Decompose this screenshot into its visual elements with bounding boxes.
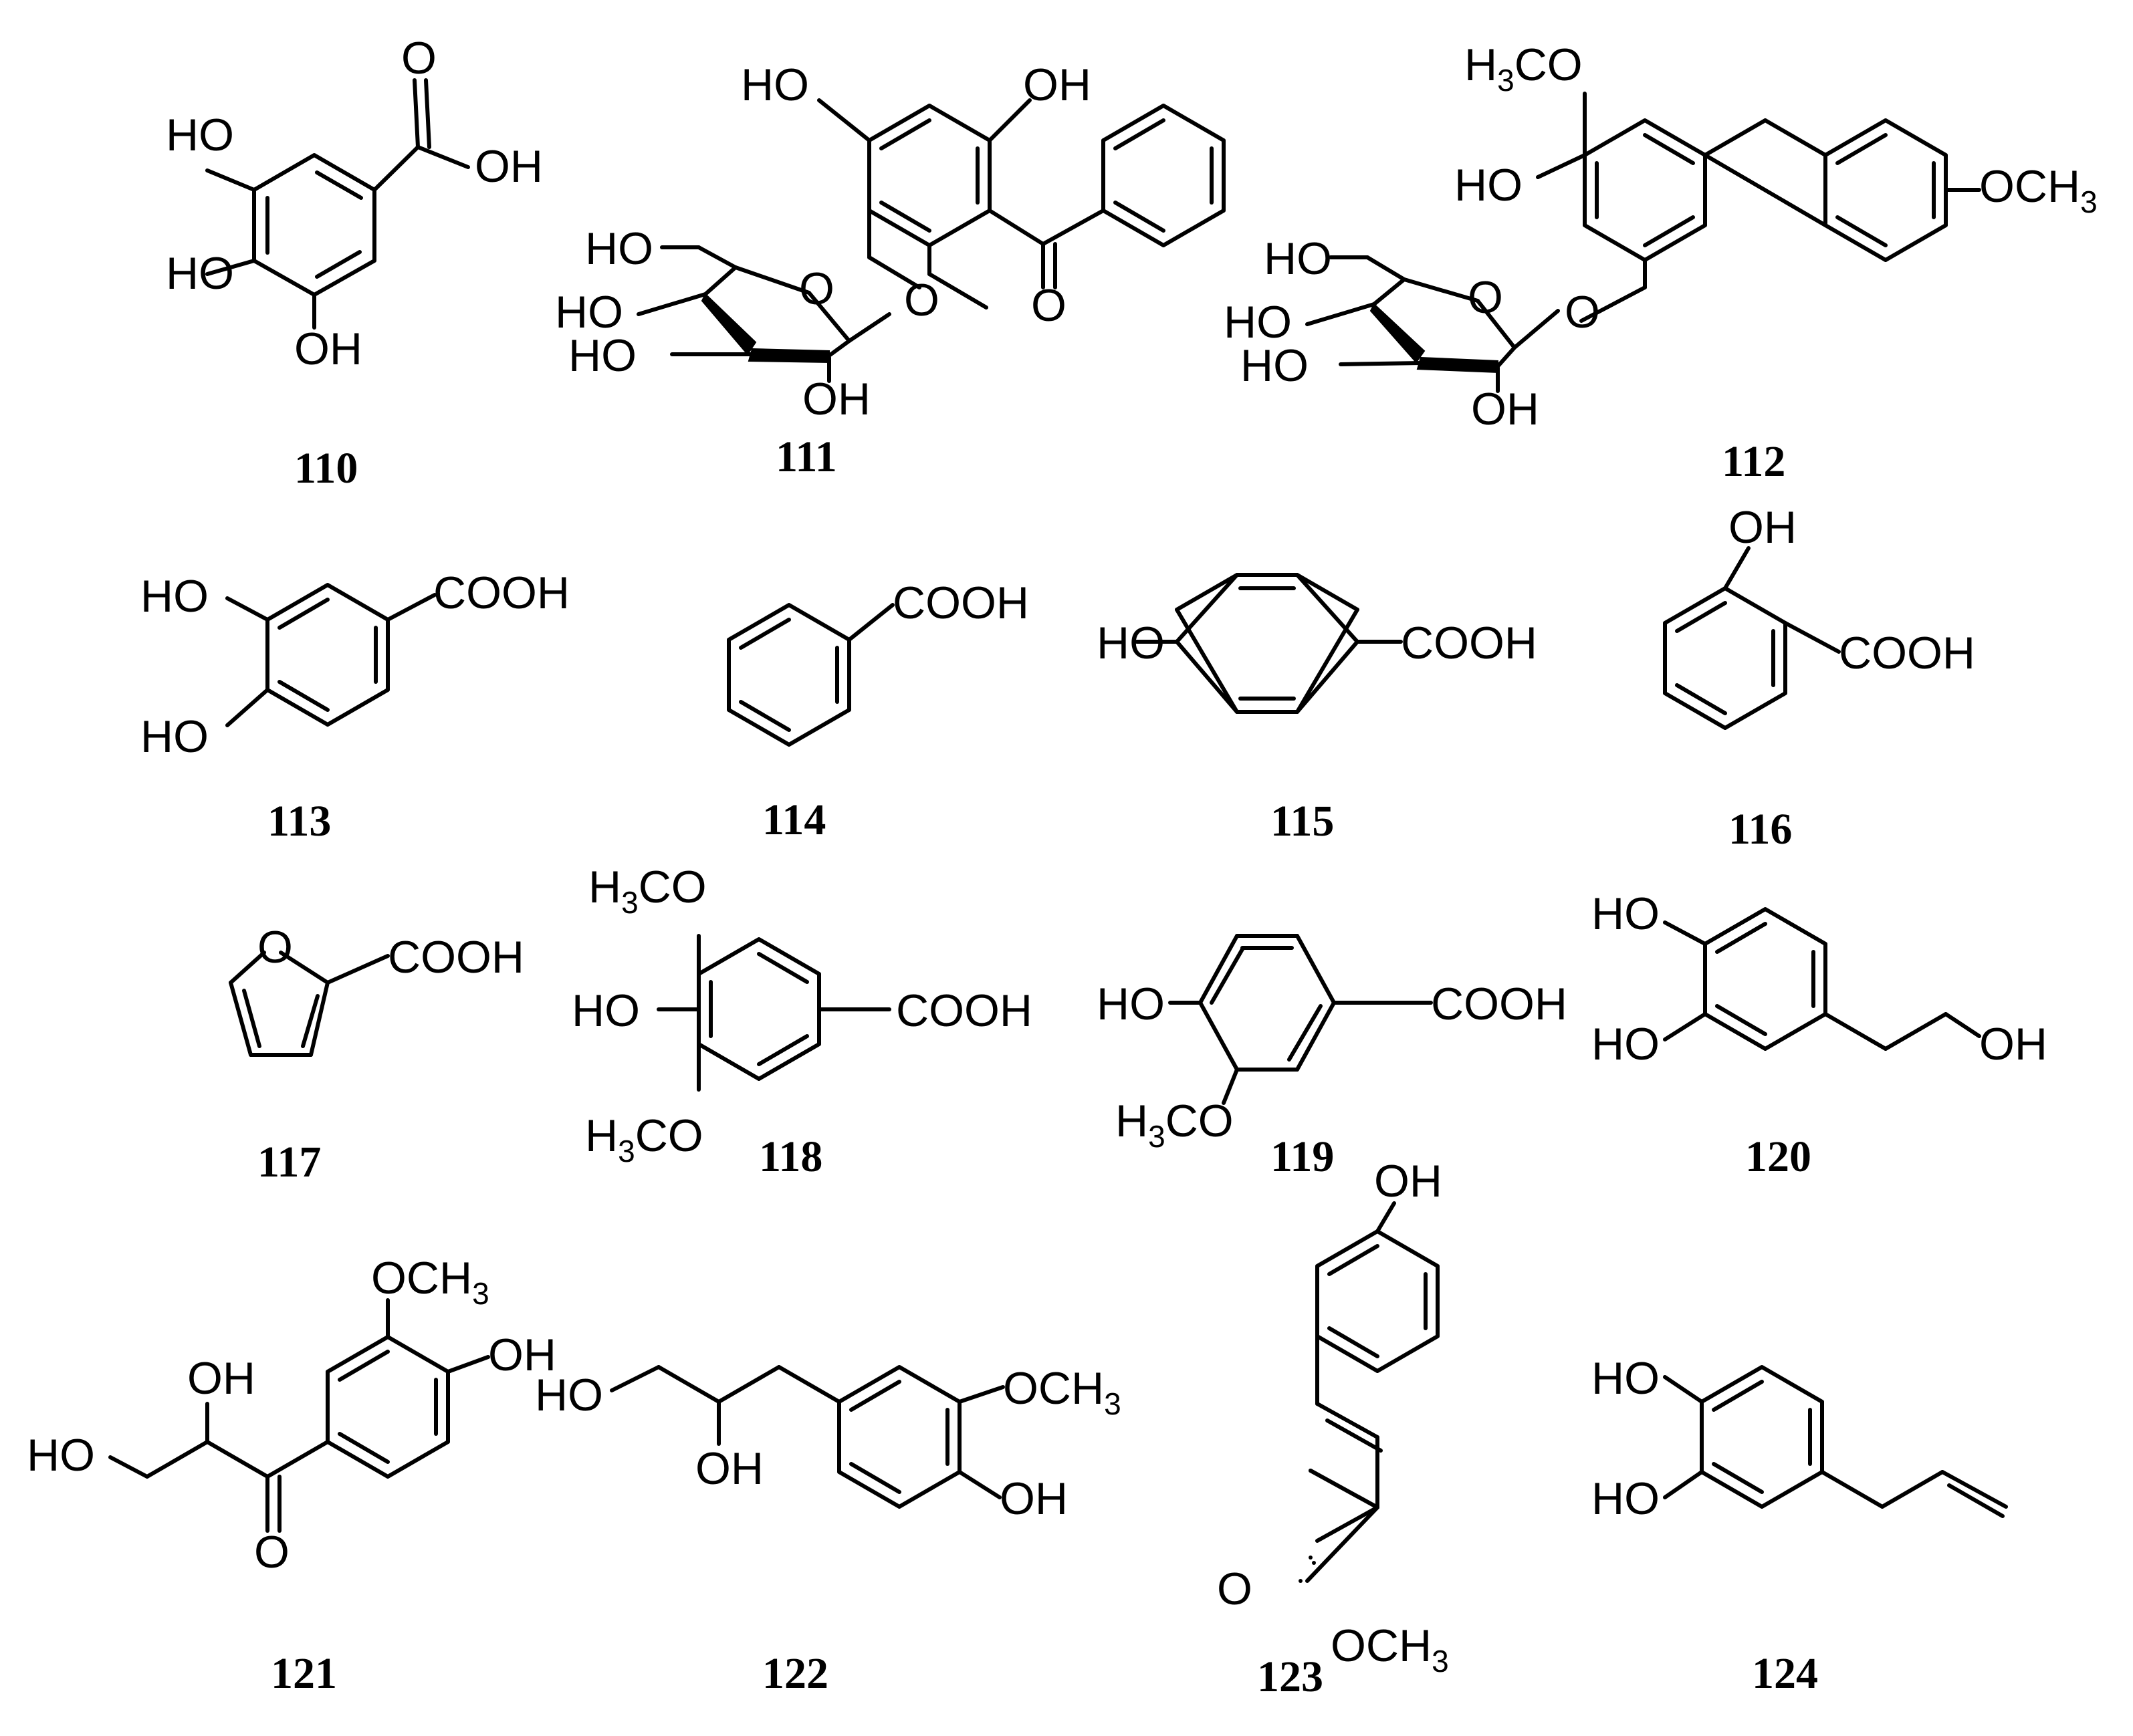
hydroxyl-label: OH [294,324,362,374]
carboxyl-label: COOH [1839,628,1975,678]
compound-113: HO HO COOH 113 [140,568,570,846]
glycosidic-oxygen-label: O [904,275,939,326]
compound-122: HO OH OCH3 OH 122 [535,1363,1121,1698]
hydroxyl-label: OH [1374,1156,1442,1207]
hydroxyl-label: HO [140,571,209,622]
compound-114: COOH 114 [727,578,1029,844]
compound-number: 124 [1752,1649,1818,1698]
furan-oxygen-label: O [257,922,293,973]
compound-110: HO HO OH O OH 110 [166,33,543,493]
compound-number: 113 [267,797,331,846]
carbonyl-oxygen-label: O [1217,1564,1252,1614]
hydroxyl-label: HO [1591,1019,1660,1070]
hydroxyl-label: HO [1591,888,1660,939]
ring-oxygen-label: O [799,263,834,314]
compound-number: 114 [762,795,826,844]
compound-number: 119 [1270,1132,1334,1181]
hydroxyl-label: HO [166,248,234,299]
compound-119: HO COOH H3CO 119 [1097,934,1567,1181]
compound-number: 116 [1728,805,1792,854]
acid-hydroxyl-label: OH [475,141,543,192]
compound-121: OCH3 OH OH HO O 121 [27,1253,556,1698]
hydroxyl-label: HO [1097,979,1165,1029]
hydroxyl-label: HO [1224,297,1292,348]
compound-number: 117 [257,1138,321,1187]
ring-oxygen-label: O [1468,272,1503,323]
hydroxyl-label: HO [1097,618,1165,668]
compound-123: OH O OCH3 123 [1217,1156,1449,1701]
methoxy-label: H3CO [1115,1096,1234,1154]
compound-number: 118 [759,1132,822,1181]
hydroxyl-label: HO [555,287,623,338]
carboxyl-label: COOH [893,578,1029,628]
methoxy-label: H3CO [588,862,707,920]
carboxyl-label: COOH [896,985,1032,1036]
hydroxyl-label: OH [802,374,871,424]
hydroxyl-label: HO [1264,233,1332,284]
compound-number: 115 [1270,797,1334,846]
methoxy-label: OCH3 [1003,1363,1121,1421]
methoxy-label: OCH3 [1979,161,2098,219]
hydroxyl-label: OH [187,1353,255,1404]
hydroxyl-label: HO [1240,340,1309,391]
hydroxyl-label: OH [1000,1473,1068,1524]
compound-124: HO HO 124 [1591,1353,2008,1698]
methoxy-label: OCH3 [371,1253,489,1311]
hydroxyl-label: OH [695,1443,764,1494]
hydroxyl-label: HO [140,711,209,762]
methoxy-label: H3CO [1464,39,1583,98]
hydroxyl-label: HO [1591,1473,1660,1524]
carboxyl-label: COOH [1431,979,1567,1029]
hydroxyl-label: HO [585,223,653,274]
hydroxyl-label: HO [1591,1353,1660,1404]
hydroxyl-label: OH [488,1330,556,1380]
carboxyl-label: COOH [388,932,524,983]
hydroxyl-label: OH [1979,1019,2047,1070]
compound-120: HO HO OH 120 [1591,888,2047,1181]
compound-number: 112 [1722,437,1785,486]
compound-number: 111 [776,432,837,481]
hydroxyl-label: OH [1728,502,1797,553]
carbonyl-oxygen-label: O [1031,280,1066,331]
compound-number: 123 [1257,1652,1323,1701]
hydroxyl-label: OH [1023,59,1091,110]
compound-115: HO COOH 115 [1097,573,1537,846]
hydroxyl-label: HO [568,330,637,381]
compound-number: 120 [1745,1132,1811,1181]
hydroxyl-label: HO [741,59,809,110]
carbonyl-oxygen-label: O [401,33,437,84]
hydroxyl-label: HO [166,110,234,160]
methoxy-label: OCH3 [1331,1620,1449,1679]
hydroxyl-label: HO [1454,160,1523,211]
compound-116: OH COOH 116 [1663,502,1975,854]
compound-117: O COOH 117 [229,922,524,1187]
compound-111: HO OH O O HO O HO HO OH 111 [555,59,1226,481]
compound-number: 121 [271,1649,337,1698]
glycosidic-oxygen-label: O [1565,287,1600,338]
hydroxyl-label: HO [27,1430,95,1481]
methoxy-label: H3CO [585,1110,703,1168]
compound-number: 110 [294,444,358,493]
carbonyl-oxygen-label: O [254,1527,290,1578]
compound-118: H3CO HO COOH H3CO 118 [572,862,1032,1181]
hydroxyl-label: HO [572,985,640,1036]
compound-112: H3CO HO OCH3 O HO O HO HO OH 112 [1224,39,2098,486]
carboxyl-label: COOH [433,568,570,618]
hydroxyl-label: HO [535,1370,603,1420]
hydroxyl-label: OH [1471,384,1539,435]
compound-number: 122 [762,1649,828,1698]
carboxyl-label: COOH [1401,618,1537,668]
